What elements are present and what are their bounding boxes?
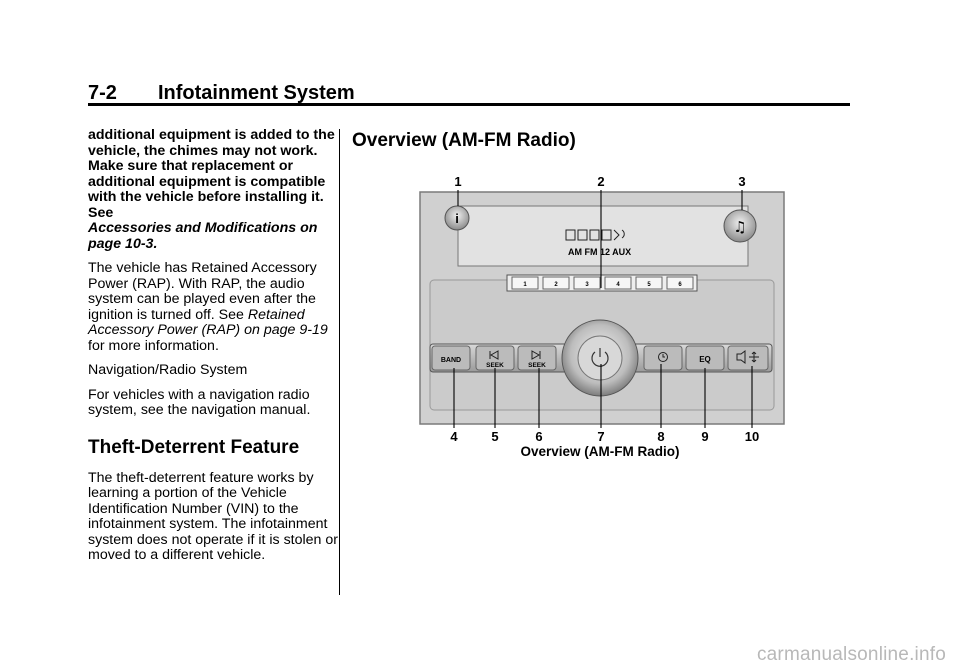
fade-balance-icon (736, 350, 759, 364)
chapter-title: Infotainment System (158, 82, 355, 104)
nav-heading: Navigation/Radio System (88, 362, 248, 378)
preset-button-3[interactable] (573, 276, 601, 290)
preset-label: 6 (678, 282, 682, 288)
rap-link[interactable]: Retained Accessory Power (RAP) on page 9… (88, 306, 328, 338)
preset-button-4[interactable] (604, 276, 632, 290)
callout-10: 10 (745, 429, 759, 444)
preset-button-1[interactable] (511, 276, 539, 290)
preset-label: 2 (554, 282, 558, 288)
callout-7: 7 (597, 429, 604, 444)
preset-label: 5 (647, 282, 651, 288)
info-button[interactable] (444, 205, 470, 231)
callout-4: 4 (450, 429, 458, 444)
left-column: additional equipment is added to the veh… (88, 127, 338, 573)
accessories-link[interactable]: Accessories and Modifications on page 10… (88, 220, 318, 252)
page-number: 7-2 (88, 82, 117, 104)
music-button[interactable] (723, 209, 757, 243)
rap-text: The vehicle has Retained Accessory Power… (88, 260, 317, 323)
preset-button-2[interactable] (542, 276, 570, 290)
watermark: carmanualsonline.info (756, 644, 946, 665)
seek-back-label: SEEK (486, 362, 504, 369)
rap-paragraph: The vehicle has Retained Accessory Power… (88, 260, 338, 354)
theft-heading: Theft-Deterrent Feature (88, 436, 300, 458)
music-note-icon: ♫ (733, 218, 746, 236)
warning-text: additional equipment is added to the veh… (88, 127, 335, 221)
theft-text: The theft-deterrent feature works by lea… (88, 469, 338, 563)
band-button[interactable] (431, 345, 471, 371)
preset-label: 4 (616, 282, 620, 288)
display-indicator-icons (565, 229, 625, 241)
seek-back-icon (489, 350, 499, 360)
nav-text: For vehicles with a navigation radio sys… (88, 386, 311, 418)
preset-button-6[interactable] (666, 276, 694, 290)
figure-caption: Overview (AM-FM Radio) (520, 444, 680, 459)
page-header: 7-2 Infotainment System (88, 82, 355, 105)
display-band-text: AM FM 12 AUX (568, 247, 631, 257)
callout-2: 2 (597, 174, 604, 189)
warning-paragraph: additional equipment is added to the veh… (88, 127, 338, 252)
clock-button[interactable] (643, 345, 683, 371)
column-divider (339, 129, 340, 595)
radio-figure: AM FM 12 AUX i ♫ 1 2 3 4 5 6 BAND SEEK SEEK E… (419, 174, 785, 444)
power-icon (591, 348, 609, 367)
callout-3: 3 (738, 174, 745, 189)
callout-1: 1 (454, 174, 461, 189)
band-label: BAND (441, 357, 461, 364)
clock-icon (658, 352, 668, 362)
seek-forward-icon (531, 350, 541, 360)
header-rule (88, 103, 850, 106)
callout-6: 6 (535, 429, 542, 444)
preset-label: 3 (585, 282, 589, 288)
callout-numbers-bottom: 4 5 6 7 8 9 10 (450, 429, 759, 444)
callout-numbers-top: 1 2 3 (454, 174, 745, 189)
preset-buttons: 1 2 3 4 5 6 (511, 276, 694, 290)
preset-label: 1 (523, 282, 527, 288)
rap-text-end: for more information. (88, 337, 219, 354)
callout-leaders (453, 190, 753, 428)
info-icon: i (455, 211, 459, 226)
preset-button-5[interactable] (635, 276, 663, 290)
callout-5: 5 (491, 429, 498, 444)
callout-9: 9 (701, 429, 708, 444)
seek-forward-button[interactable] (517, 345, 557, 371)
power-button[interactable] (577, 335, 623, 381)
section-title: Overview (AM-FM Radio) (352, 130, 576, 151)
fade-balance-button[interactable] (727, 345, 769, 371)
callout-8: 8 (657, 429, 664, 444)
display-window (457, 205, 749, 267)
eq-label: EQ (699, 355, 711, 364)
seek-forward-label: SEEK (528, 362, 546, 369)
